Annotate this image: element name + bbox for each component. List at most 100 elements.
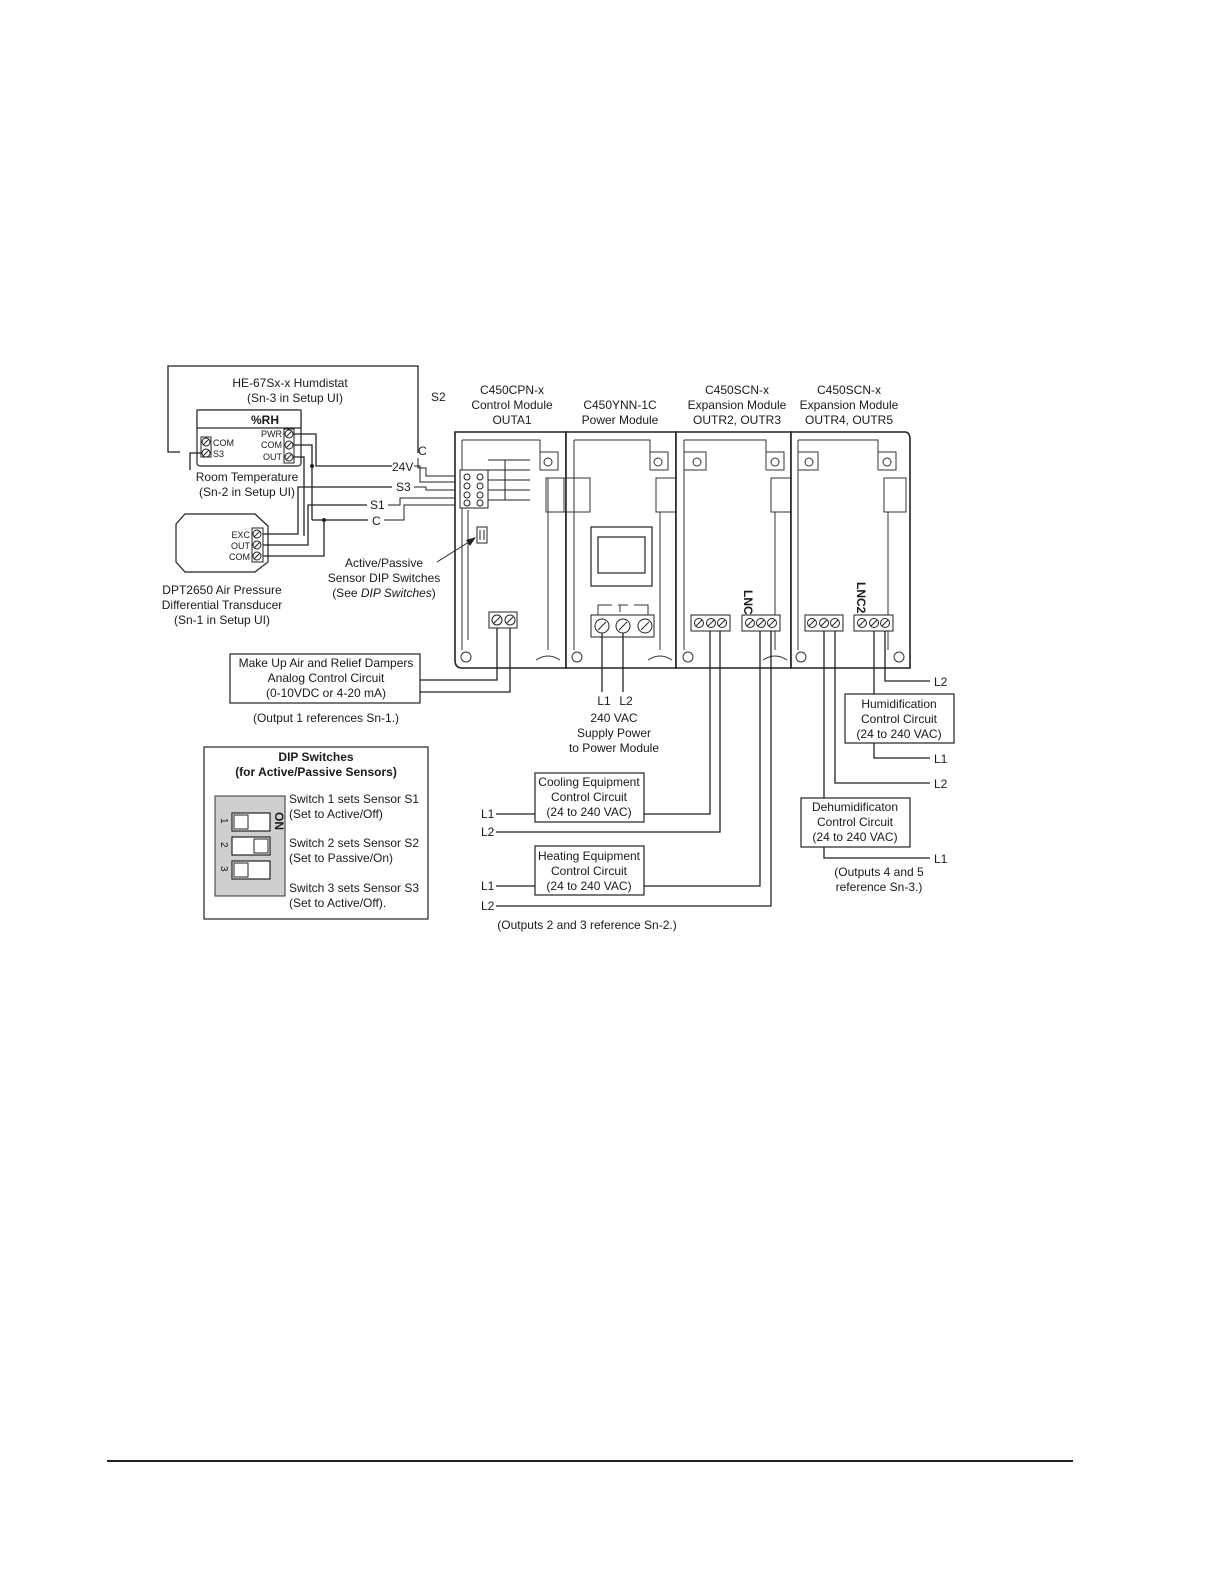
dip-sw3-line1: Switch 3 sets Sensor S3 [289, 881, 419, 895]
dip-n1: 1 [218, 818, 229, 824]
cooling-l2: L2 [481, 825, 495, 839]
supply-l2: L2 [619, 694, 633, 708]
dampers-line2: Analog Control Circuit [268, 671, 385, 685]
humidification-line1: Humidification [861, 697, 936, 711]
lnc2-label-b: LNC2 [854, 582, 868, 614]
room-temp-line1: Room Temperature [196, 470, 299, 484]
wire-label-24v: 24V [392, 460, 413, 474]
expansion-module-2: LNC2 [790, 431, 911, 669]
dip-callout-line2: Sensor DIP Switches [328, 571, 441, 585]
module-4-line1: C450SCN-x [817, 383, 881, 397]
dip-title1: DIP Switches [278, 750, 353, 764]
supply-line2: Supply Power [577, 726, 651, 740]
heating-line1: Heating Equipment [538, 849, 641, 863]
module-3-line1: C450SCN-x [705, 383, 769, 397]
module-2-line2: Power Module [582, 413, 659, 427]
cooling-circuit: Cooling Equipment Control Circuit (24 to… [481, 631, 721, 839]
dehumid-l2: L2 [934, 777, 948, 791]
module-1-line2: Control Module [471, 398, 553, 412]
module-1-line3: OUTA1 [492, 413, 531, 427]
dip-sw2-line2: (Set to Passive/On) [289, 851, 393, 865]
humidification-circuit: Humidification Control Circuit (24 to 24… [844, 631, 955, 766]
module-3-line3: OUTR2, OUTR3 [693, 413, 781, 427]
dip-callout-line3: (See DIP Switches) [332, 586, 436, 600]
dehumidification-circuit: Dehumidificaton Control Circuit (24 to 2… [800, 631, 948, 894]
dip-sw1-line1: Switch 1 sets Sensor S1 [289, 792, 419, 806]
dip-n3: 3 [218, 866, 229, 872]
dehumid-line1: Dehumidificaton [812, 800, 898, 814]
supply-line3: to Power Module [569, 741, 659, 755]
module-4-line2: Expansion Module [800, 398, 899, 412]
dpt2650-transducer: EXC OUT COM DPT2650 Air Pressure Differe… [162, 513, 283, 627]
heating-circuit: Heating Equipment Control Circuit (24 to… [481, 631, 772, 932]
dip-sw3-line2: (Set to Active/Off). [289, 896, 386, 910]
dip-title2: (for Active/Passive Sensors) [235, 765, 397, 779]
humidification-l1: L1 [934, 752, 948, 766]
dehumid-line2: Control Circuit [817, 815, 894, 829]
module-headers: C450CPN-x Control Module OUTA1 C450YNN-1… [471, 383, 898, 427]
room-temperature-label: Room Temperature (Sn-2 in Setup UI) [196, 470, 299, 499]
control-module [454, 431, 567, 669]
dpt-line3: (Sn-1 in Setup UI) [174, 613, 270, 627]
heating-line2: Control Circuit [551, 864, 628, 878]
dip-switches-legend: DIP Switches (for Active/Passive Sensors… [203, 746, 429, 920]
humidistat-com2: COM [261, 440, 282, 450]
heating-l2: L2 [481, 899, 495, 913]
humidistat-setup: (Sn-3 in Setup UI) [247, 391, 343, 405]
dampers-line3: (0-10VDC or 4-20 mA) [266, 686, 386, 700]
dip-sw2-line1: Switch 2 sets Sensor S2 [289, 836, 419, 850]
wire-label-c-bot: C [372, 514, 381, 528]
dpt-line2: Differential Transducer [162, 598, 283, 612]
cooling-l1: L1 [481, 807, 495, 821]
wire-label-s1: S1 [370, 498, 385, 512]
footer-rule [107, 1460, 1073, 1462]
heating-l1: L1 [481, 879, 495, 893]
dampers-line1: Make Up Air and Relief Dampers [239, 656, 414, 670]
humidistat-out: OUT [263, 452, 283, 462]
dampers-note: (Output 1 references Sn-1.) [253, 711, 399, 725]
cooling-line2: Control Circuit [551, 790, 628, 804]
expansion-module-1: LNC2 [675, 431, 792, 669]
cooling-line1: Cooling Equipment [538, 775, 640, 789]
sensor-wiring: S2 C 24V S3 S1 C [189, 390, 461, 557]
supply-power: L1 L2 240 VAC Supply Power to Power Modu… [569, 633, 659, 755]
supply-line1: 240 VAC [590, 711, 637, 725]
module-2-line1: C450YNN-1C [583, 398, 657, 412]
wire-label-s3: S3 [396, 480, 411, 494]
module-4-line3: OUTR4, OUTR5 [805, 413, 893, 427]
dehumid-l1: L1 [934, 852, 948, 866]
heating-line3: (24 to 240 VAC) [546, 879, 631, 893]
dip-switch-callout: Active/Passive Sensor DIP Switches (See … [328, 537, 476, 600]
humidistat-title: HE-67Sx-x Humdistat [232, 376, 348, 390]
dampers-circuit: Make Up Air and Relief Dampers Analog Co… [229, 628, 511, 725]
wire-label-s2: S2 [431, 390, 446, 404]
dpt-exc: EXC [231, 530, 250, 540]
lnc2-label-a: LNC2 [741, 590, 755, 622]
humidification-line3: (24 to 240 VAC) [856, 727, 941, 741]
dip-callout-line1: Active/Passive [345, 556, 423, 570]
supply-l1: L1 [597, 694, 611, 708]
power-module [565, 431, 677, 669]
outputs23-note: (Outputs 2 and 3 reference Sn-2.) [497, 918, 676, 932]
dip-n2: 2 [218, 842, 229, 848]
dip-sw1-line2: (Set to Active/Off) [289, 807, 383, 821]
humidistat-sensor: HE-67Sx-x Humdistat (Sn-3 in Setup UI) %… [167, 365, 419, 467]
cooling-line3: (24 to 240 VAC) [546, 805, 631, 819]
humidification-l2: L2 [934, 675, 948, 689]
wire-label-c-top: C [418, 444, 427, 458]
humidistat-s3: S3 [213, 449, 224, 459]
dip-on-label: ON [272, 812, 286, 830]
rh-label: %RH [251, 413, 279, 427]
dehumid-line3: (24 to 240 VAC) [812, 830, 897, 844]
outputs45-note-line2: reference Sn-3.) [836, 880, 923, 894]
humidification-line2: Control Circuit [861, 712, 938, 726]
humidistat-com: COM [213, 438, 234, 448]
module-1-line1: C450CPN-x [480, 383, 544, 397]
humidistat-pwr: PWR [261, 429, 282, 439]
module-3-line2: Expansion Module [688, 398, 787, 412]
dpt-out: OUT [231, 541, 251, 551]
room-temp-line2: (Sn-2 in Setup UI) [199, 485, 295, 499]
dpt-line1: DPT2650 Air Pressure [162, 583, 282, 597]
dpt-com: COM [229, 552, 250, 562]
